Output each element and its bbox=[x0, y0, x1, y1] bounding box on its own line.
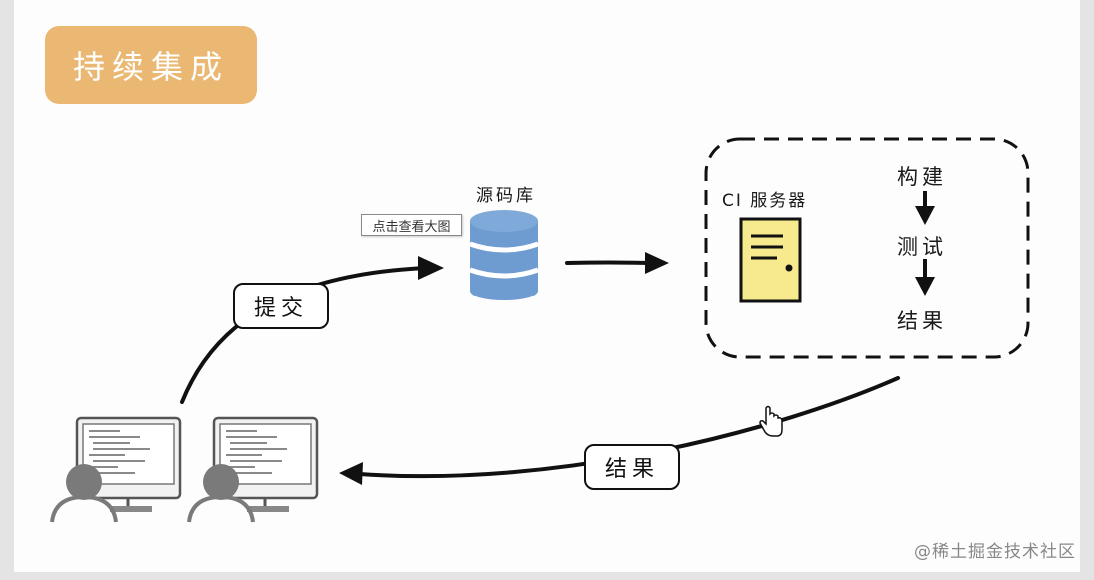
watermark: @稀土掘金技术社区 bbox=[914, 542, 1076, 562]
test-to-result-arrow bbox=[915, 259, 935, 296]
repo-to-ci-arrow-line bbox=[565, 260, 652, 265]
hand-cursor-icon bbox=[759, 405, 783, 437]
developer-workstation-1 bbox=[50, 416, 182, 523]
view-large-image-tooltip[interactable]: 点击查看大图 bbox=[361, 214, 462, 236]
repo-label: 源码库 bbox=[476, 186, 536, 206]
repo-to-ci-arrowhead bbox=[645, 252, 669, 274]
ci-server-label: CI 服务器 bbox=[722, 191, 808, 211]
person-head bbox=[66, 464, 102, 500]
person-head bbox=[203, 464, 239, 500]
build-to-test-arrow bbox=[915, 191, 935, 225]
step-result-label: 结果 bbox=[897, 309, 947, 333]
step-build-label: 构建 bbox=[897, 165, 947, 189]
ci-server-box bbox=[704, 137, 1030, 359]
developer-workstation-2 bbox=[187, 416, 319, 523]
commit-arrowhead bbox=[418, 256, 444, 280]
database-icon bbox=[469, 210, 539, 300]
server-icon bbox=[739, 217, 802, 303]
title-badge: 持续集成 bbox=[45, 26, 257, 104]
result-label: 结果 bbox=[584, 444, 680, 490]
person-shoulders bbox=[187, 494, 255, 523]
commit-label: 提交 bbox=[233, 283, 329, 329]
person-shoulders bbox=[50, 494, 118, 523]
step-test-label: 测试 bbox=[897, 235, 947, 259]
result-arrowhead bbox=[339, 462, 363, 485]
